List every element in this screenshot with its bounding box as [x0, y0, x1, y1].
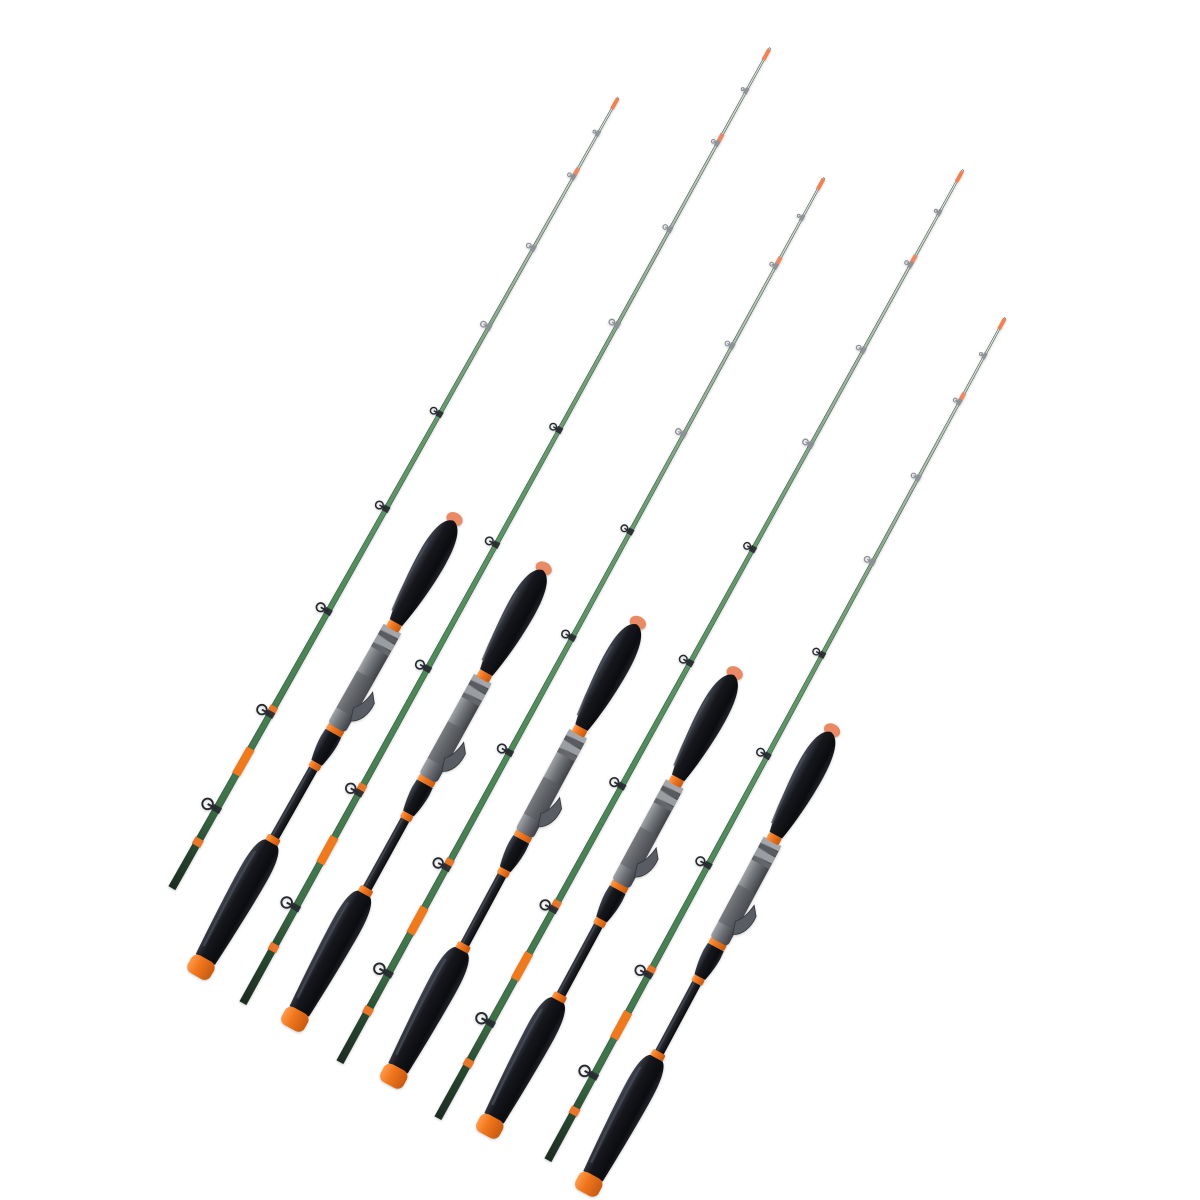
guide-ring-icon	[374, 500, 384, 510]
guide-ring-icon	[933, 208, 938, 213]
guide-foot-wrap	[955, 398, 963, 406]
blank-body	[239, 47, 772, 1006]
blank-body	[434, 169, 965, 1121]
guide-ring-icon	[432, 857, 444, 869]
guide-ring-icon	[373, 962, 386, 975]
guide-ring-icon	[710, 138, 716, 144]
rod-tip-section	[434, 169, 965, 1121]
guide-ring-icon	[812, 647, 821, 656]
thread-wrap	[232, 746, 255, 777]
guide-ring-icon	[539, 899, 551, 911]
guide-ring-icon	[256, 703, 268, 716]
guide-ring-icon	[567, 172, 572, 178]
thread-wrap	[954, 170, 964, 183]
guide-ring-icon	[978, 351, 984, 357]
guide-ring-icon	[561, 629, 571, 639]
fishing-rod-3	[336, 177, 826, 1097]
guide-ring-icon	[863, 555, 871, 563]
blank-body	[336, 177, 826, 1065]
guide-ring-icon	[480, 320, 487, 328]
thread-wrap	[568, 1105, 581, 1117]
guide-ring-icon	[740, 87, 745, 92]
guide-ring-icon	[549, 422, 558, 431]
thread-wrap	[816, 178, 826, 191]
guide-ring-icon	[496, 743, 508, 754]
guide-ring-icon	[756, 747, 766, 757]
guide-ring-icon	[280, 896, 293, 909]
thread-wrap	[462, 1057, 475, 1069]
guide-ring-icon	[315, 602, 326, 613]
guide-ring-icon	[952, 397, 958, 403]
fishing-rod-1	[168, 97, 620, 988]
rod-tip-section	[239, 47, 772, 1006]
guide-ring-icon	[609, 776, 620, 788]
thread-wrap	[610, 97, 620, 110]
thread-wrap	[267, 941, 280, 954]
guide-foot-wrap	[981, 352, 988, 360]
thread-wrap	[316, 834, 339, 866]
rod-tip-section	[544, 317, 1007, 1163]
blank-body	[544, 317, 1007, 1163]
rod-tip-section	[336, 177, 826, 1065]
guide-ring-icon	[695, 856, 706, 867]
guide-ring-icon	[592, 129, 597, 134]
guide-ring-icon	[525, 242, 532, 249]
guide-ring-icon	[608, 318, 616, 326]
guide-ring-icon	[414, 659, 426, 670]
rod-handle-section	[181, 504, 478, 988]
rod-handle-section	[470, 659, 758, 1147]
thread-wrap	[510, 951, 534, 982]
fishing-rod-2	[239, 47, 772, 1040]
blank-body	[168, 97, 620, 891]
guide-foot-wrap	[594, 129, 602, 138]
thread-wrap	[406, 905, 429, 936]
fishing-rod-4	[434, 169, 965, 1147]
guide-ring-icon	[674, 428, 682, 435]
guide-ring-icon	[724, 340, 731, 347]
guide-ring-icon	[578, 1064, 591, 1078]
guide-ring-icon	[855, 344, 862, 351]
rod-handle-section	[569, 716, 855, 1200]
guide-ring-icon	[910, 472, 917, 479]
thread-wrap	[610, 1010, 633, 1041]
guide-ring-icon	[678, 654, 688, 664]
guide-ring-icon	[429, 406, 438, 415]
guide-ring-icon	[796, 213, 801, 218]
guide-ring-icon	[620, 524, 629, 533]
guide-ring-icon	[484, 536, 494, 546]
guide-ring-icon	[802, 438, 809, 446]
thread-wrap	[191, 836, 204, 848]
guide-ring-icon	[904, 260, 910, 266]
guide-ring-icon	[769, 261, 775, 267]
thread-wrap	[761, 48, 771, 61]
guide-ring-icon	[475, 1011, 488, 1025]
guide-foot-wrap	[713, 139, 721, 148]
thread-wrap	[362, 1004, 375, 1017]
thread-wrap	[997, 317, 1007, 331]
fishing-rod-5	[544, 317, 1007, 1200]
guide-ring-icon	[345, 782, 357, 794]
guide-ring-icon	[634, 964, 646, 976]
rod-tip-section	[168, 97, 620, 891]
guide-ring-icon	[662, 224, 669, 230]
guide-foot-wrap	[504, 748, 515, 758]
guide-foot-wrap	[772, 262, 779, 271]
guide-ring-icon	[201, 797, 214, 811]
guide-foot-wrap	[728, 342, 736, 350]
guide-foot-wrap	[799, 214, 806, 222]
guide-ring-icon	[743, 541, 752, 550]
guide-foot-wrap	[422, 664, 433, 674]
